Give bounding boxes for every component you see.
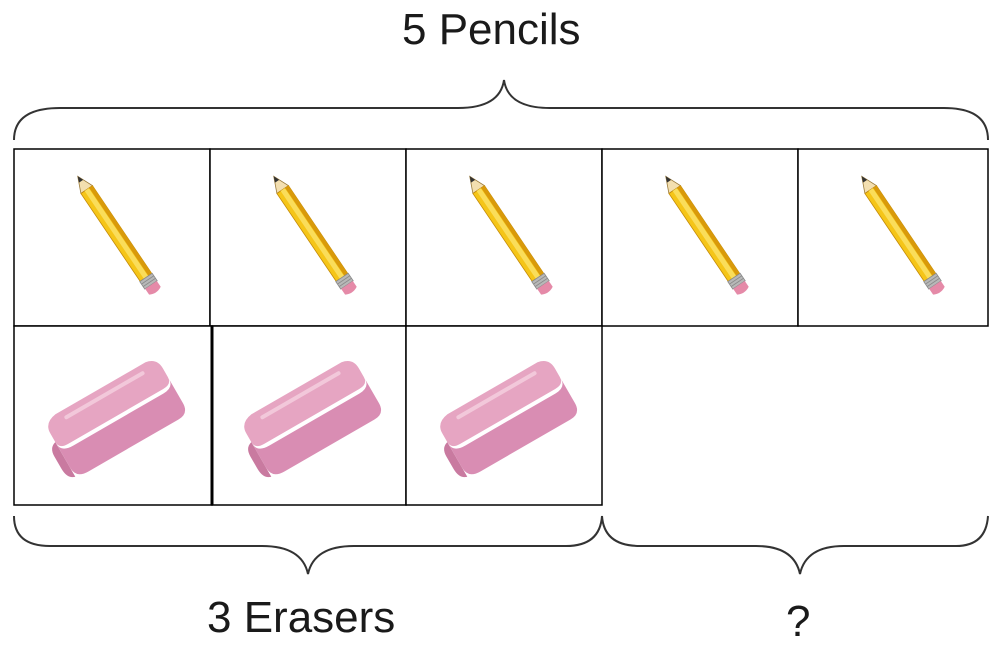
top-brace <box>14 80 988 140</box>
pencil-row <box>14 149 988 326</box>
unknown-difference-label: ? <box>786 600 810 644</box>
pencil-cell <box>798 149 988 326</box>
unknown-brace <box>602 516 988 574</box>
erasers-total-label: 3 Erasers <box>207 596 395 640</box>
erasers-brace <box>14 516 602 574</box>
eraser-row <box>14 326 602 505</box>
